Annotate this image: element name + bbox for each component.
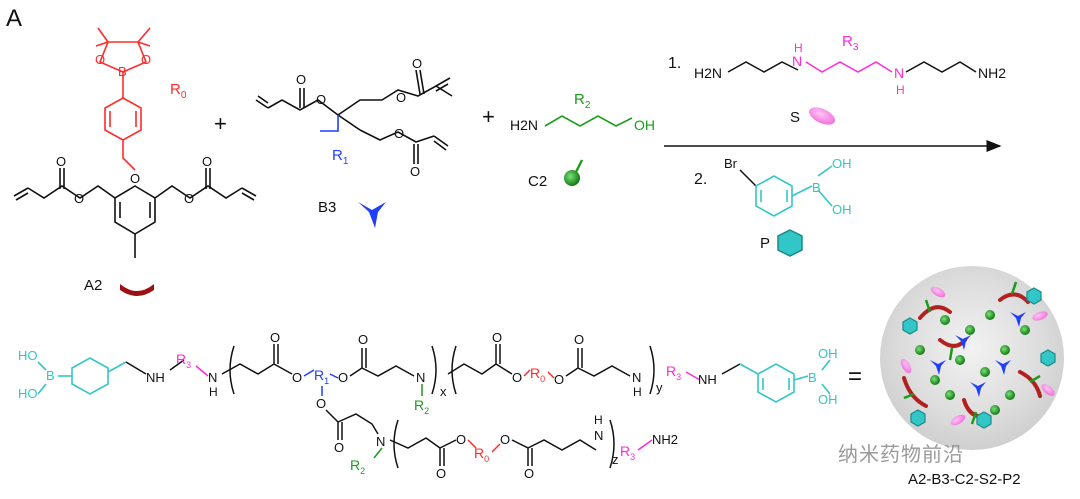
s-r-label: R3 — [842, 33, 859, 53]
a2-r-label: R0 — [170, 81, 187, 101]
cyan-hexagon-icon — [777, 229, 803, 257]
prod-n-h-z: H — [594, 413, 603, 427]
monomer-b3: O O O O O O R1 B3 — [255, 56, 453, 228]
a2-oxygen-carbonyl-right: O — [202, 154, 212, 169]
reagent-s: 1. H2N N H N H NH2 R3 S — [668, 33, 1006, 126]
prod-nh-1: NH — [146, 370, 165, 385]
s-h2n: H2N — [694, 65, 722, 81]
prod-n-z: N — [376, 434, 385, 449]
s-n-right: N — [894, 65, 904, 81]
b3-oxygen-1: O — [316, 92, 326, 107]
prod-r0-z: R0 — [474, 445, 489, 464]
prod-r0: R0 — [530, 365, 545, 384]
panel-label: A — [6, 5, 22, 32]
p-oh-bottom: OH — [832, 202, 852, 217]
s-h-left: H — [794, 41, 803, 55]
prod-o-ester-4: O — [554, 372, 564, 387]
a2-oxygen-atom-left: O — [95, 52, 105, 67]
a2-oxygen-atom-right: O — [141, 52, 151, 67]
b3-r-label: R1 — [332, 147, 349, 167]
b3-oxygen-6: O — [410, 164, 420, 179]
b3-label: B3 — [318, 199, 336, 216]
a2-label: A2 — [84, 277, 102, 294]
step-2-number: 2. — [694, 171, 707, 188]
prod-boron-right: B — [808, 370, 817, 385]
equals-sign: = — [848, 363, 862, 390]
prod-h-y: H — [633, 385, 642, 399]
a2-oxygen-ester-left: O — [74, 191, 84, 206]
s-label: S — [790, 109, 800, 126]
c2-r-label: R2 — [574, 91, 591, 111]
prod-ho-top: HO — [18, 348, 38, 363]
watermark-text: 纳米药物前沿 — [838, 442, 964, 466]
prod-subscript-y: y — [656, 380, 663, 395]
b3-oxygen-3: O — [396, 90, 406, 105]
prod-r3-left: R3 — [176, 351, 191, 370]
p-label: P — [760, 235, 770, 252]
prod-r1: R1 — [314, 367, 329, 386]
p-bromine: Br — [724, 156, 738, 171]
p-oh-top: OH — [832, 156, 852, 171]
a2-oxygen-carbonyl-left: O — [56, 154, 66, 169]
prod-o-carbonyl-6: O — [436, 466, 446, 481]
p-boron: B — [812, 180, 821, 195]
prod-nh2-terminal: NH2 — [652, 432, 678, 447]
prod-oh-right-bottom: OH — [818, 392, 838, 407]
red-arc-icon — [120, 284, 154, 296]
c2-amine: H2N — [510, 117, 538, 133]
monomer-a2: B O O R0 O O O O O A2 — [13, 27, 257, 296]
s-n-left: N — [792, 53, 802, 69]
prod-oh-right-top: OH — [818, 346, 838, 361]
s-nh2: NH2 — [978, 65, 1006, 81]
prod-r2-x: R2 — [414, 397, 429, 416]
step-1-number: 1. — [668, 55, 681, 72]
prod-n-1: N — [208, 370, 217, 385]
a2-boron-atom: B — [118, 64, 127, 79]
prod-ho-bottom: HO — [18, 386, 38, 401]
prod-o-carbonyl-2: O — [358, 332, 368, 347]
prod-o-ester-6: O — [500, 432, 510, 447]
polymer-cartoon — [880, 266, 1064, 450]
b3-oxygen-4: O — [412, 56, 422, 71]
prod-o-ester-3: O — [512, 370, 522, 385]
prod-subscript-x: x — [440, 384, 447, 399]
plus-sign-2: + — [482, 104, 495, 129]
prod-o-ester-1: O — [292, 370, 302, 385]
prod-subscript-z: z — [612, 452, 619, 467]
a2-oxygen-ester-right: O — [184, 191, 194, 206]
prod-n-z2: N — [594, 428, 603, 443]
s-h-right: H — [896, 83, 905, 97]
b3-oxygen-5: O — [394, 126, 404, 141]
reagent-p: 2. Br B OH OH P — [694, 156, 852, 257]
c2-hydroxyl: OH — [634, 117, 655, 133]
prod-r3-z: R3 — [620, 443, 635, 462]
plus-sign-1: + — [214, 111, 227, 136]
product-structure: HO HO B NH R3 N H O O R1 O O N R2 x — [18, 330, 862, 481]
prod-n-y: N — [632, 370, 641, 385]
prod-n-x: N — [416, 370, 425, 385]
prod-o-ester-2: O — [338, 370, 348, 385]
prod-o-carbonyl-4: O — [574, 332, 584, 347]
prod-o-carbonyl-3: O — [492, 330, 502, 345]
c2-label: C2 — [528, 173, 547, 190]
a2-oxygen-core: O — [130, 171, 140, 186]
prod-o-branch: O — [316, 396, 326, 411]
b3-oxygen-2: O — [296, 72, 306, 87]
prod-r3-right: R3 — [666, 363, 681, 382]
product-caption: A2-B3-C2-S2-P2 — [908, 471, 1021, 488]
prod-boron-left: B — [46, 368, 55, 383]
pink-ellipse-icon — [808, 107, 836, 125]
prod-o-carbonyl-1: O — [270, 330, 280, 345]
prod-o-carbonyl-7: O — [524, 466, 534, 481]
green-bead-icon — [564, 159, 584, 186]
blue-tripod-icon — [358, 202, 386, 228]
prod-r2-z: R2 — [350, 457, 365, 476]
prod-o-carbonyl-5: O — [334, 440, 344, 455]
prod-o-ester-5: O — [456, 432, 466, 447]
monomer-c2: H2N OH R2 C2 — [510, 91, 655, 190]
prod-nh-2: NH — [698, 372, 717, 387]
prod-h-1: H — [209, 385, 218, 399]
